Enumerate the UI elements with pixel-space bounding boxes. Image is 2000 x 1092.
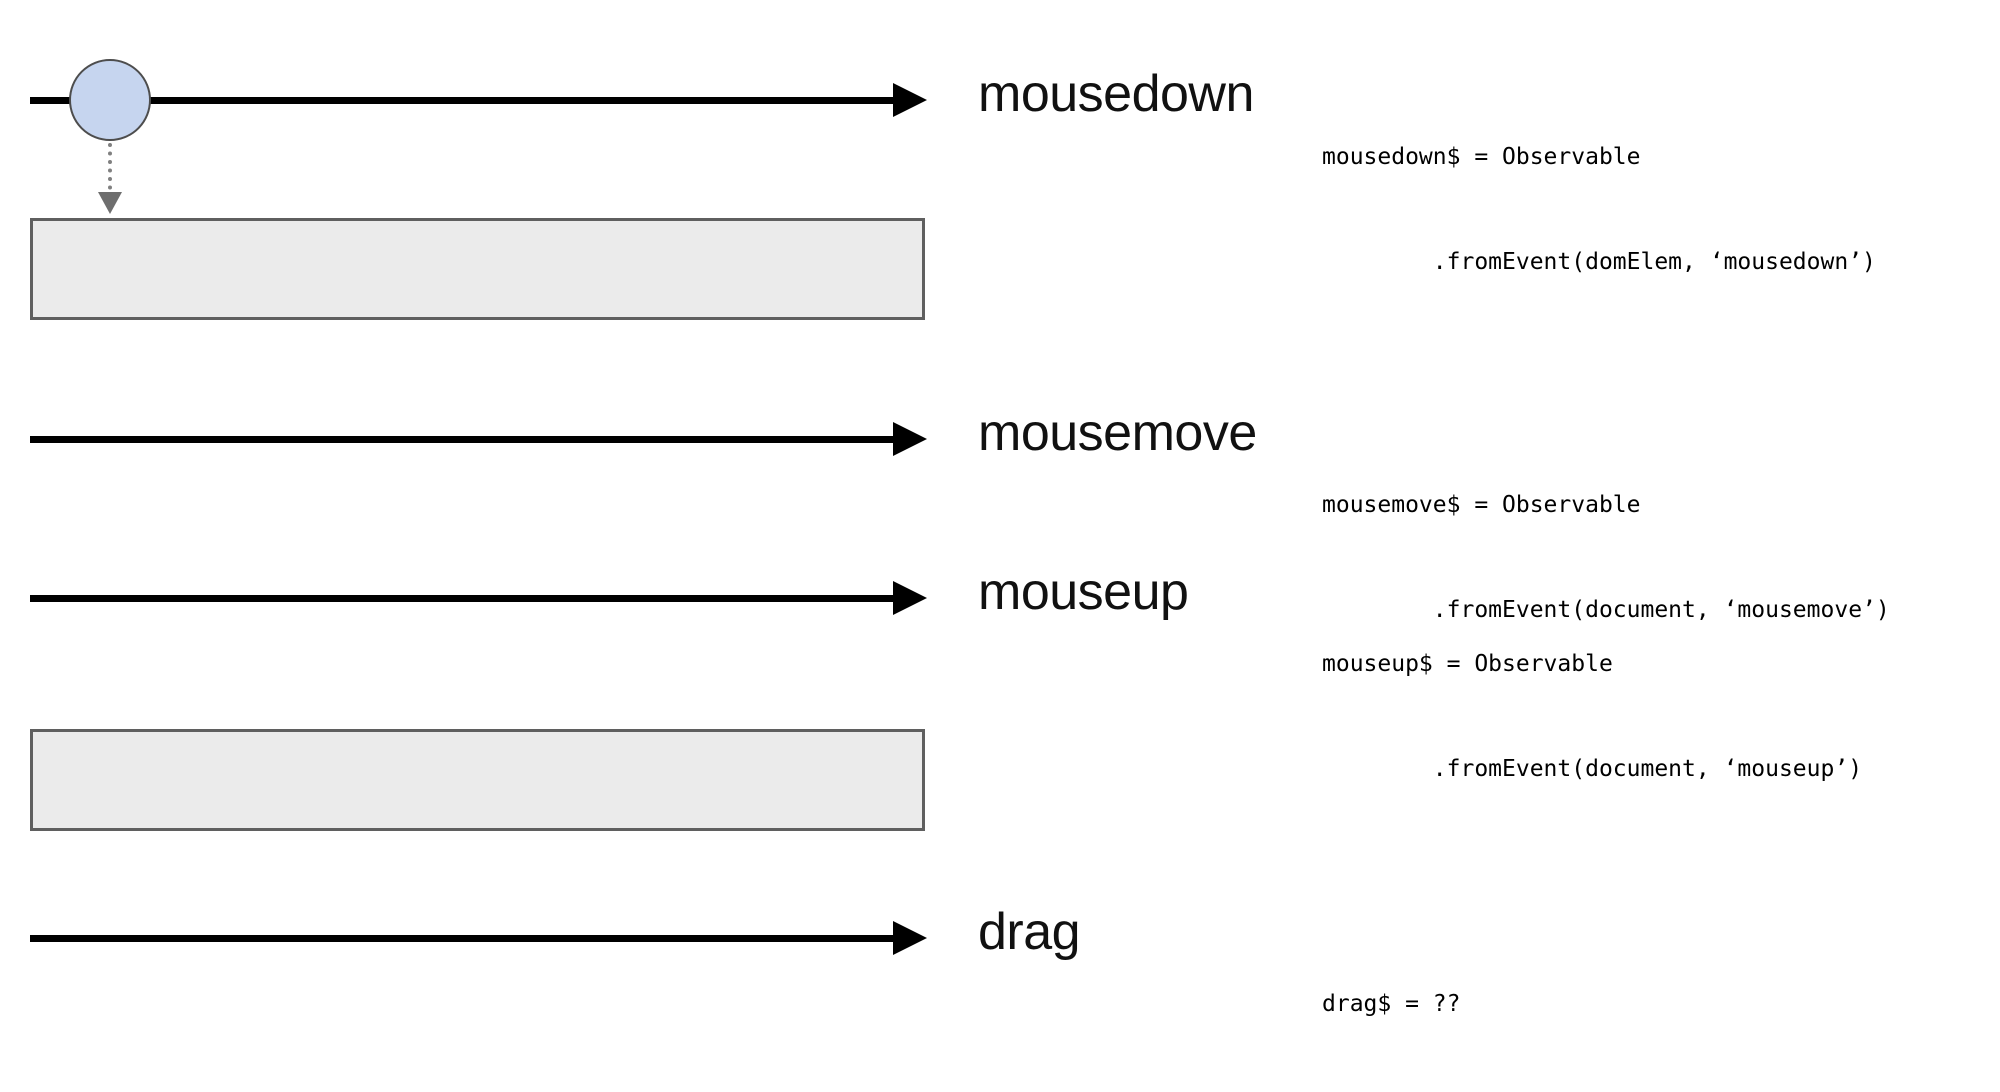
stream-label-mouseup: mouseup [978, 563, 1189, 621]
code-block-mousedown: mousedown$ = Observable .fromEvent(domEl… [1322, 70, 1876, 350]
marble-diagram-canvas: mousedown mousedown$ = Observable .fromE… [30, 59, 1890, 1017]
stream-label-mousemove: mousemove [978, 404, 1257, 462]
marble-event-mousedown[interactable] [69, 59, 151, 141]
code-block-drag: drag$ = ?? [1322, 917, 1460, 1092]
connector-dotted-line-mousedown [108, 143, 112, 198]
stream-label-drag: drag [978, 903, 1081, 961]
timeline-arrowhead-mousemove [893, 422, 927, 456]
code-line: mousemove$ = Observable [1322, 492, 1641, 518]
timeline-arrowhead-drag [893, 921, 927, 955]
timeline-axis-mousemove [30, 436, 893, 443]
stream-label-mousedown: mousedown [978, 65, 1254, 123]
timeline-axis-mousedown [30, 97, 893, 104]
code-line: drag$ = ?? [1322, 991, 1461, 1017]
code-line: .fromEvent(document, ‘mousemove’) [1322, 597, 1890, 623]
timeline-arrowhead-mousedown [893, 83, 927, 117]
dom-element-box-top[interactable] [30, 218, 925, 320]
code-block-mousemove: mousemove$ = Observable .fromEvent(docum… [1322, 418, 1890, 698]
code-line: mouseup$ = Observable [1322, 651, 1613, 677]
dom-element-box-bottom[interactable] [30, 729, 925, 831]
code-line: mousedown$ = Observable [1322, 144, 1641, 170]
timeline-axis-drag [30, 935, 893, 942]
code-line: .fromEvent(document, ‘mouseup’) [1322, 756, 1863, 782]
code-line: .fromEvent(domElem, ‘mousedown’) [1322, 249, 1876, 275]
connector-arrowhead-mousedown [98, 192, 122, 214]
code-block-mouseup: mouseup$ = Observable .fromEvent(documen… [1322, 577, 1862, 857]
timeline-axis-mouseup [30, 595, 893, 602]
timeline-arrowhead-mouseup [893, 581, 927, 615]
